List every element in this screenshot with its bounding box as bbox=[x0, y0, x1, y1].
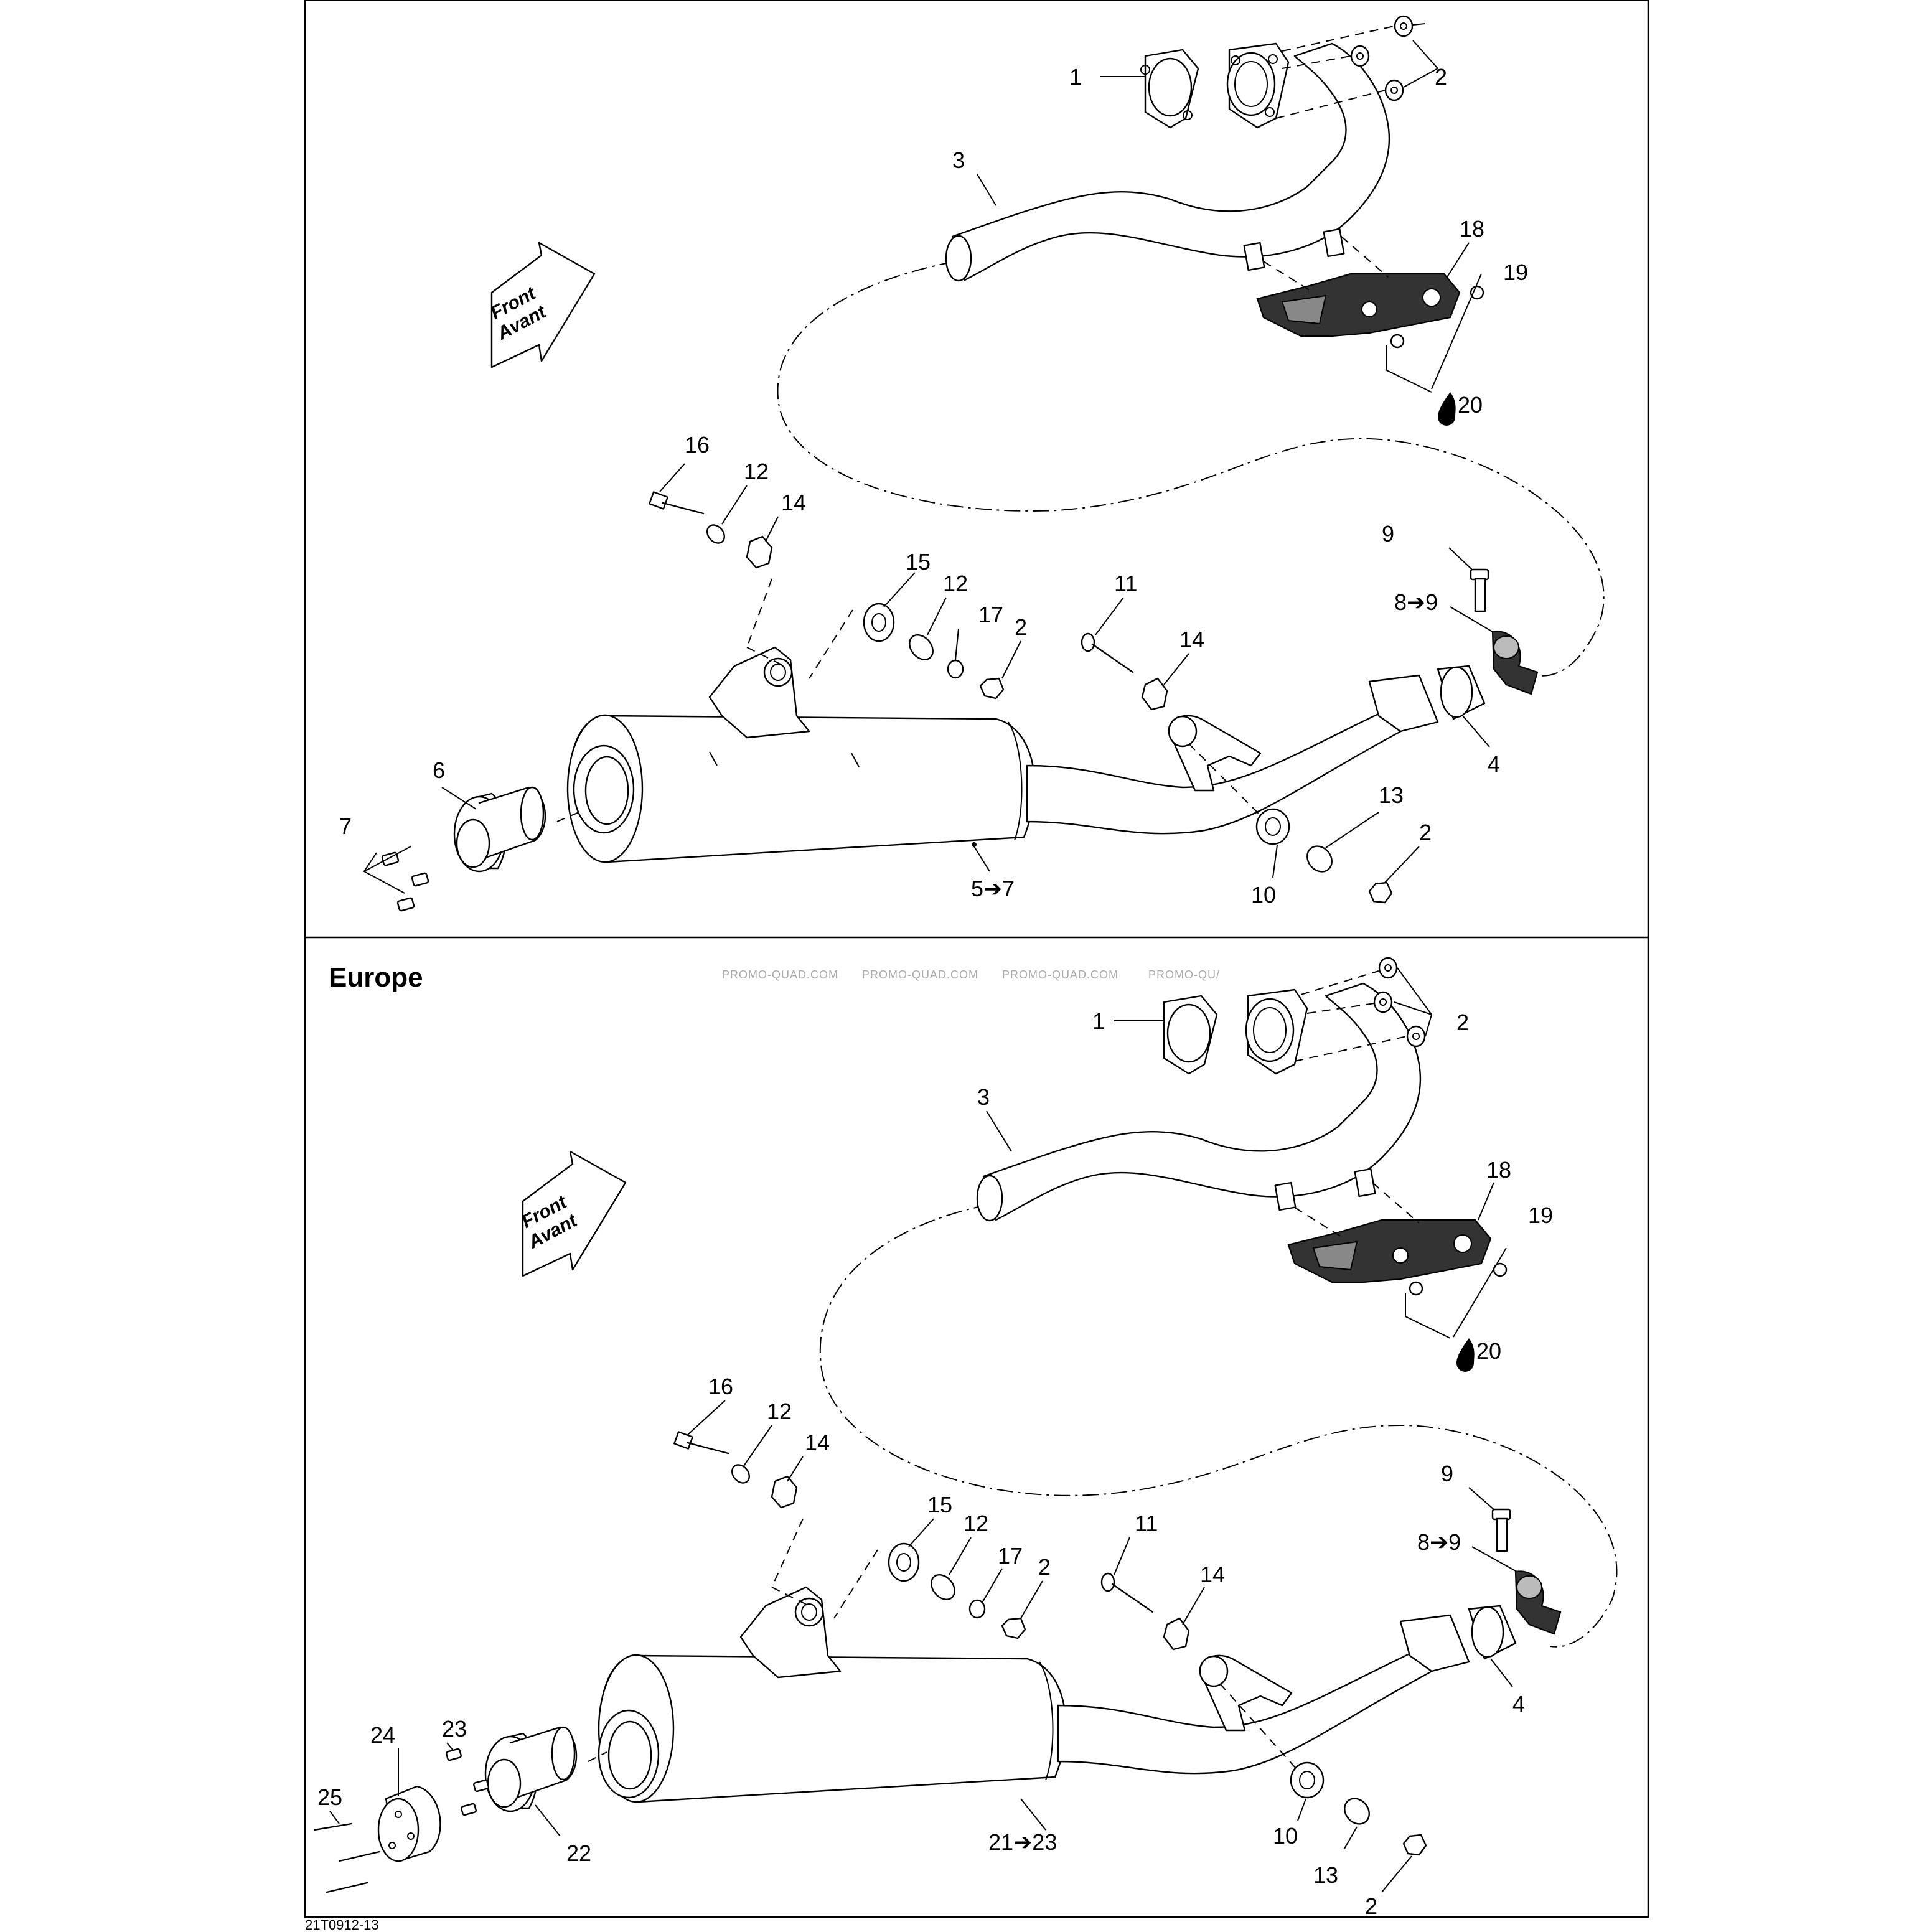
callout: 9 bbox=[1441, 1461, 1453, 1486]
mounting-hardware-upper bbox=[649, 491, 1005, 700]
callout: 7 bbox=[339, 814, 352, 839]
end-cap-bolts bbox=[313, 1822, 381, 1893]
header-pipe bbox=[945, 42, 1390, 282]
callout: 2 bbox=[1038, 1554, 1051, 1580]
exhaust-flange bbox=[1163, 988, 1308, 1075]
callout: 14 bbox=[1200, 1562, 1225, 1587]
callout: 14 bbox=[1179, 627, 1204, 652]
callout: 8➔9 bbox=[1417, 1529, 1461, 1555]
callout: 17 bbox=[978, 602, 1003, 627]
screw bbox=[1390, 334, 1405, 349]
callout: 23 bbox=[442, 1716, 467, 1742]
bottom-panel: Europe PROMO-QUAD.COM PROMO-QUAD.COM PRO… bbox=[313, 957, 1618, 1919]
clamp-bolt bbox=[1491, 1508, 1511, 1552]
routing-path bbox=[777, 261, 1605, 677]
leader bbox=[1431, 273, 1482, 390]
callout: 19 bbox=[1503, 260, 1528, 285]
front-arrow-icon: Front Avant bbox=[487, 242, 596, 368]
callout: 4 bbox=[1512, 1691, 1525, 1717]
callout: 16 bbox=[708, 1374, 733, 1399]
callout: 20 bbox=[1476, 1338, 1501, 1364]
clamp-bolt bbox=[1470, 568, 1489, 612]
callout: 5➔7 bbox=[971, 876, 1015, 901]
header-pipe bbox=[976, 982, 1422, 1222]
muffler bbox=[598, 1570, 1562, 1803]
screw bbox=[1409, 1281, 1423, 1296]
heat-guard bbox=[1287, 1182, 1492, 1283]
callout: 11 bbox=[1135, 1511, 1158, 1536]
routing-path bbox=[819, 1204, 1618, 1648]
callout: 25 bbox=[317, 1784, 342, 1810]
front-arrow-icon: Front Avant bbox=[518, 1150, 627, 1277]
spark-arrester bbox=[484, 1726, 607, 1812]
callout: 18 bbox=[1486, 1157, 1511, 1183]
callout: 18 bbox=[1460, 216, 1484, 242]
muffler bbox=[566, 631, 1539, 863]
callout: 2 bbox=[1456, 1010, 1469, 1035]
leader bbox=[1386, 345, 1432, 393]
callout: 10 bbox=[1251, 882, 1276, 907]
flange-nuts bbox=[1275, 15, 1426, 119]
top-panel: Front Avant bbox=[339, 15, 1605, 912]
exhaust-flange bbox=[1140, 42, 1290, 129]
flange-nuts bbox=[1294, 957, 1426, 1062]
callout: 1 bbox=[1092, 1008, 1105, 1034]
callout: 16 bbox=[685, 432, 710, 457]
mounting-hardware-lower bbox=[1081, 632, 1393, 904]
mounting-hardware-upper bbox=[673, 1431, 1026, 1639]
callout: 12 bbox=[767, 1399, 792, 1424]
leaders-bottom bbox=[329, 967, 1517, 1893]
callout: 15 bbox=[906, 549, 931, 574]
callout: 1 bbox=[1069, 64, 1082, 90]
callout: 24 bbox=[370, 1722, 395, 1748]
section-title: Europe bbox=[329, 962, 423, 993]
spark-arrester bbox=[363, 786, 579, 912]
callout: 13 bbox=[1379, 782, 1404, 808]
heat-guard bbox=[1256, 236, 1461, 337]
callout: 12 bbox=[943, 571, 968, 596]
callout: 2 bbox=[1365, 1893, 1377, 1919]
leaders-top bbox=[441, 40, 1493, 883]
callout: 2 bbox=[1419, 820, 1432, 845]
reference-code: 21T0912-13 bbox=[305, 1917, 379, 1932]
screw bbox=[1470, 285, 1484, 300]
callout: 4 bbox=[1488, 751, 1500, 777]
mounting-hardware-lower bbox=[1100, 1572, 1427, 1856]
callout: 3 bbox=[977, 1084, 990, 1110]
leader bbox=[1453, 1247, 1507, 1338]
callout: 19 bbox=[1528, 1203, 1553, 1228]
svg-text:PROMO-QUAD.COM: PROMO-QUAD.COM bbox=[1002, 968, 1118, 981]
callout: 17 bbox=[998, 1543, 1023, 1569]
callout: 20 bbox=[1458, 392, 1483, 418]
callout: 21➔23 bbox=[988, 1829, 1057, 1855]
callout: 22 bbox=[566, 1841, 591, 1866]
callout: 14 bbox=[805, 1430, 830, 1455]
leader bbox=[1405, 1293, 1451, 1339]
drop-icon bbox=[1438, 392, 1456, 426]
arrester-screws bbox=[446, 1748, 489, 1816]
callout: 13 bbox=[1313, 1862, 1338, 1888]
svg-text:PROMO-QUAD.COM: PROMO-QUAD.COM bbox=[722, 968, 838, 981]
callout: 2 bbox=[1015, 614, 1027, 640]
svg-text:PROMO-QUAD.COM: PROMO-QUAD.COM bbox=[862, 968, 978, 981]
end-cap bbox=[377, 1785, 441, 1862]
watermark: PROMO-QUAD.COM PROMO-QUAD.COM PROMO-QUAD… bbox=[722, 968, 1220, 981]
callout: 11 bbox=[1114, 571, 1137, 596]
outer-frame bbox=[304, 0, 1649, 1918]
callout: 14 bbox=[781, 490, 806, 515]
svg-text:PROMO-QU/: PROMO-QU/ bbox=[1148, 968, 1220, 981]
drop-icon bbox=[1456, 1338, 1475, 1372]
callout: 3 bbox=[952, 148, 965, 173]
callout: 2 bbox=[1435, 64, 1447, 90]
callout: 10 bbox=[1273, 1823, 1298, 1849]
callout: 15 bbox=[927, 1492, 952, 1517]
callout: 12 bbox=[964, 1511, 988, 1536]
callout: 12 bbox=[744, 459, 769, 484]
callout: 8➔9 bbox=[1394, 589, 1438, 615]
callout: 9 bbox=[1382, 521, 1394, 546]
callout: 6 bbox=[433, 757, 445, 783]
